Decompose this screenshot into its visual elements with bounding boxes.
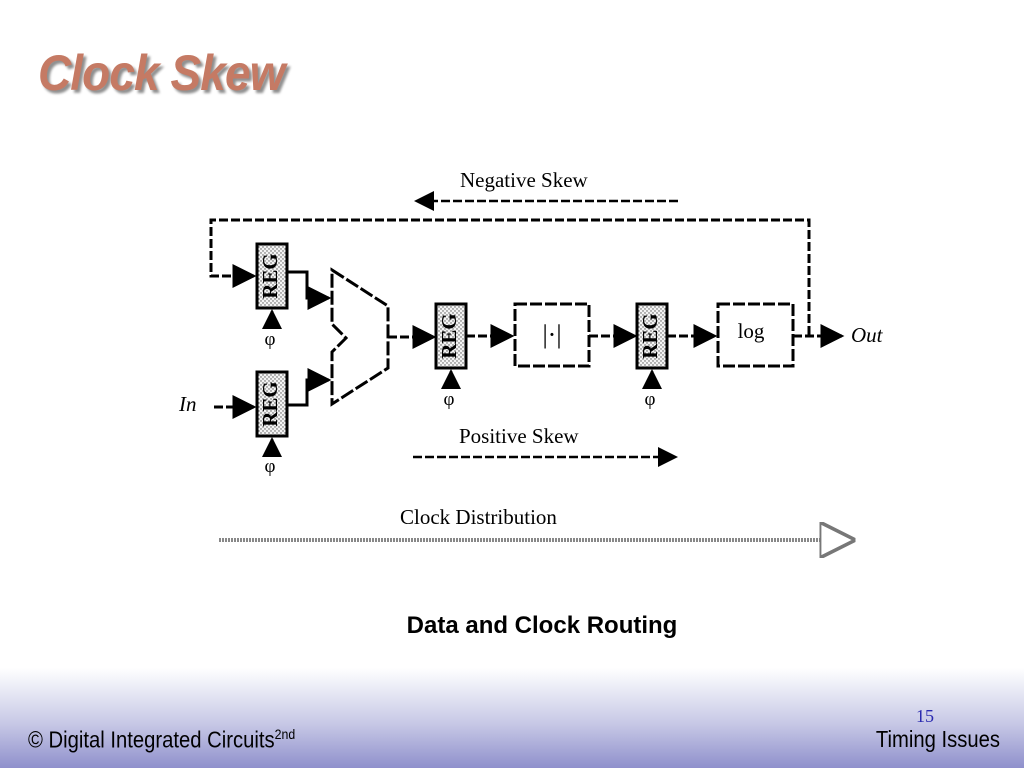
page-number: 15	[916, 706, 934, 726]
register-1: REG	[255, 242, 289, 310]
reg-1-to-adder-wire	[287, 270, 332, 310]
input-label: In	[178, 392, 197, 416]
footer-copyright-text: © Digital Integrated Circuits	[28, 726, 275, 753]
footer-band	[0, 668, 1024, 768]
positive-skew-label: Positive Skew	[459, 424, 579, 448]
clock-symbol-reg-3: φ	[444, 389, 455, 410]
reg-2-to-adder-wire	[287, 368, 332, 407]
clock-distribution-label: Clock Distribution	[400, 505, 557, 529]
adder-block	[330, 267, 390, 407]
figure-caption: Data and Clock Routing	[406, 612, 678, 639]
log-block-label: log	[738, 319, 765, 343]
clock-symbol-reg-2: φ	[265, 456, 276, 477]
register-3: REG	[434, 302, 468, 370]
register-2: REG	[255, 370, 289, 438]
footer-copyright: © Digital Integrated Circuits2nd	[28, 726, 295, 754]
footer-topic: Timing Issues	[875, 726, 1000, 752]
register-2-label: REG	[258, 381, 282, 427]
register-4: REG	[635, 302, 669, 370]
abs-block-label: |·|	[542, 320, 561, 349]
register-1-label: REG	[258, 253, 282, 299]
footer-edition: 2nd	[274, 726, 296, 742]
slide-title: Clock Skew	[38, 45, 285, 101]
negative-skew-label: Negative Skew	[460, 168, 589, 192]
output-label: Out	[851, 323, 884, 347]
clock-symbol-reg-1: φ	[265, 329, 276, 350]
register-4-label: REG	[638, 313, 662, 359]
feedback-wire	[209, 218, 811, 335]
register-3-label: REG	[437, 313, 461, 359]
log-block	[716, 302, 795, 368]
clock-symbol-reg-4: φ	[645, 389, 656, 410]
